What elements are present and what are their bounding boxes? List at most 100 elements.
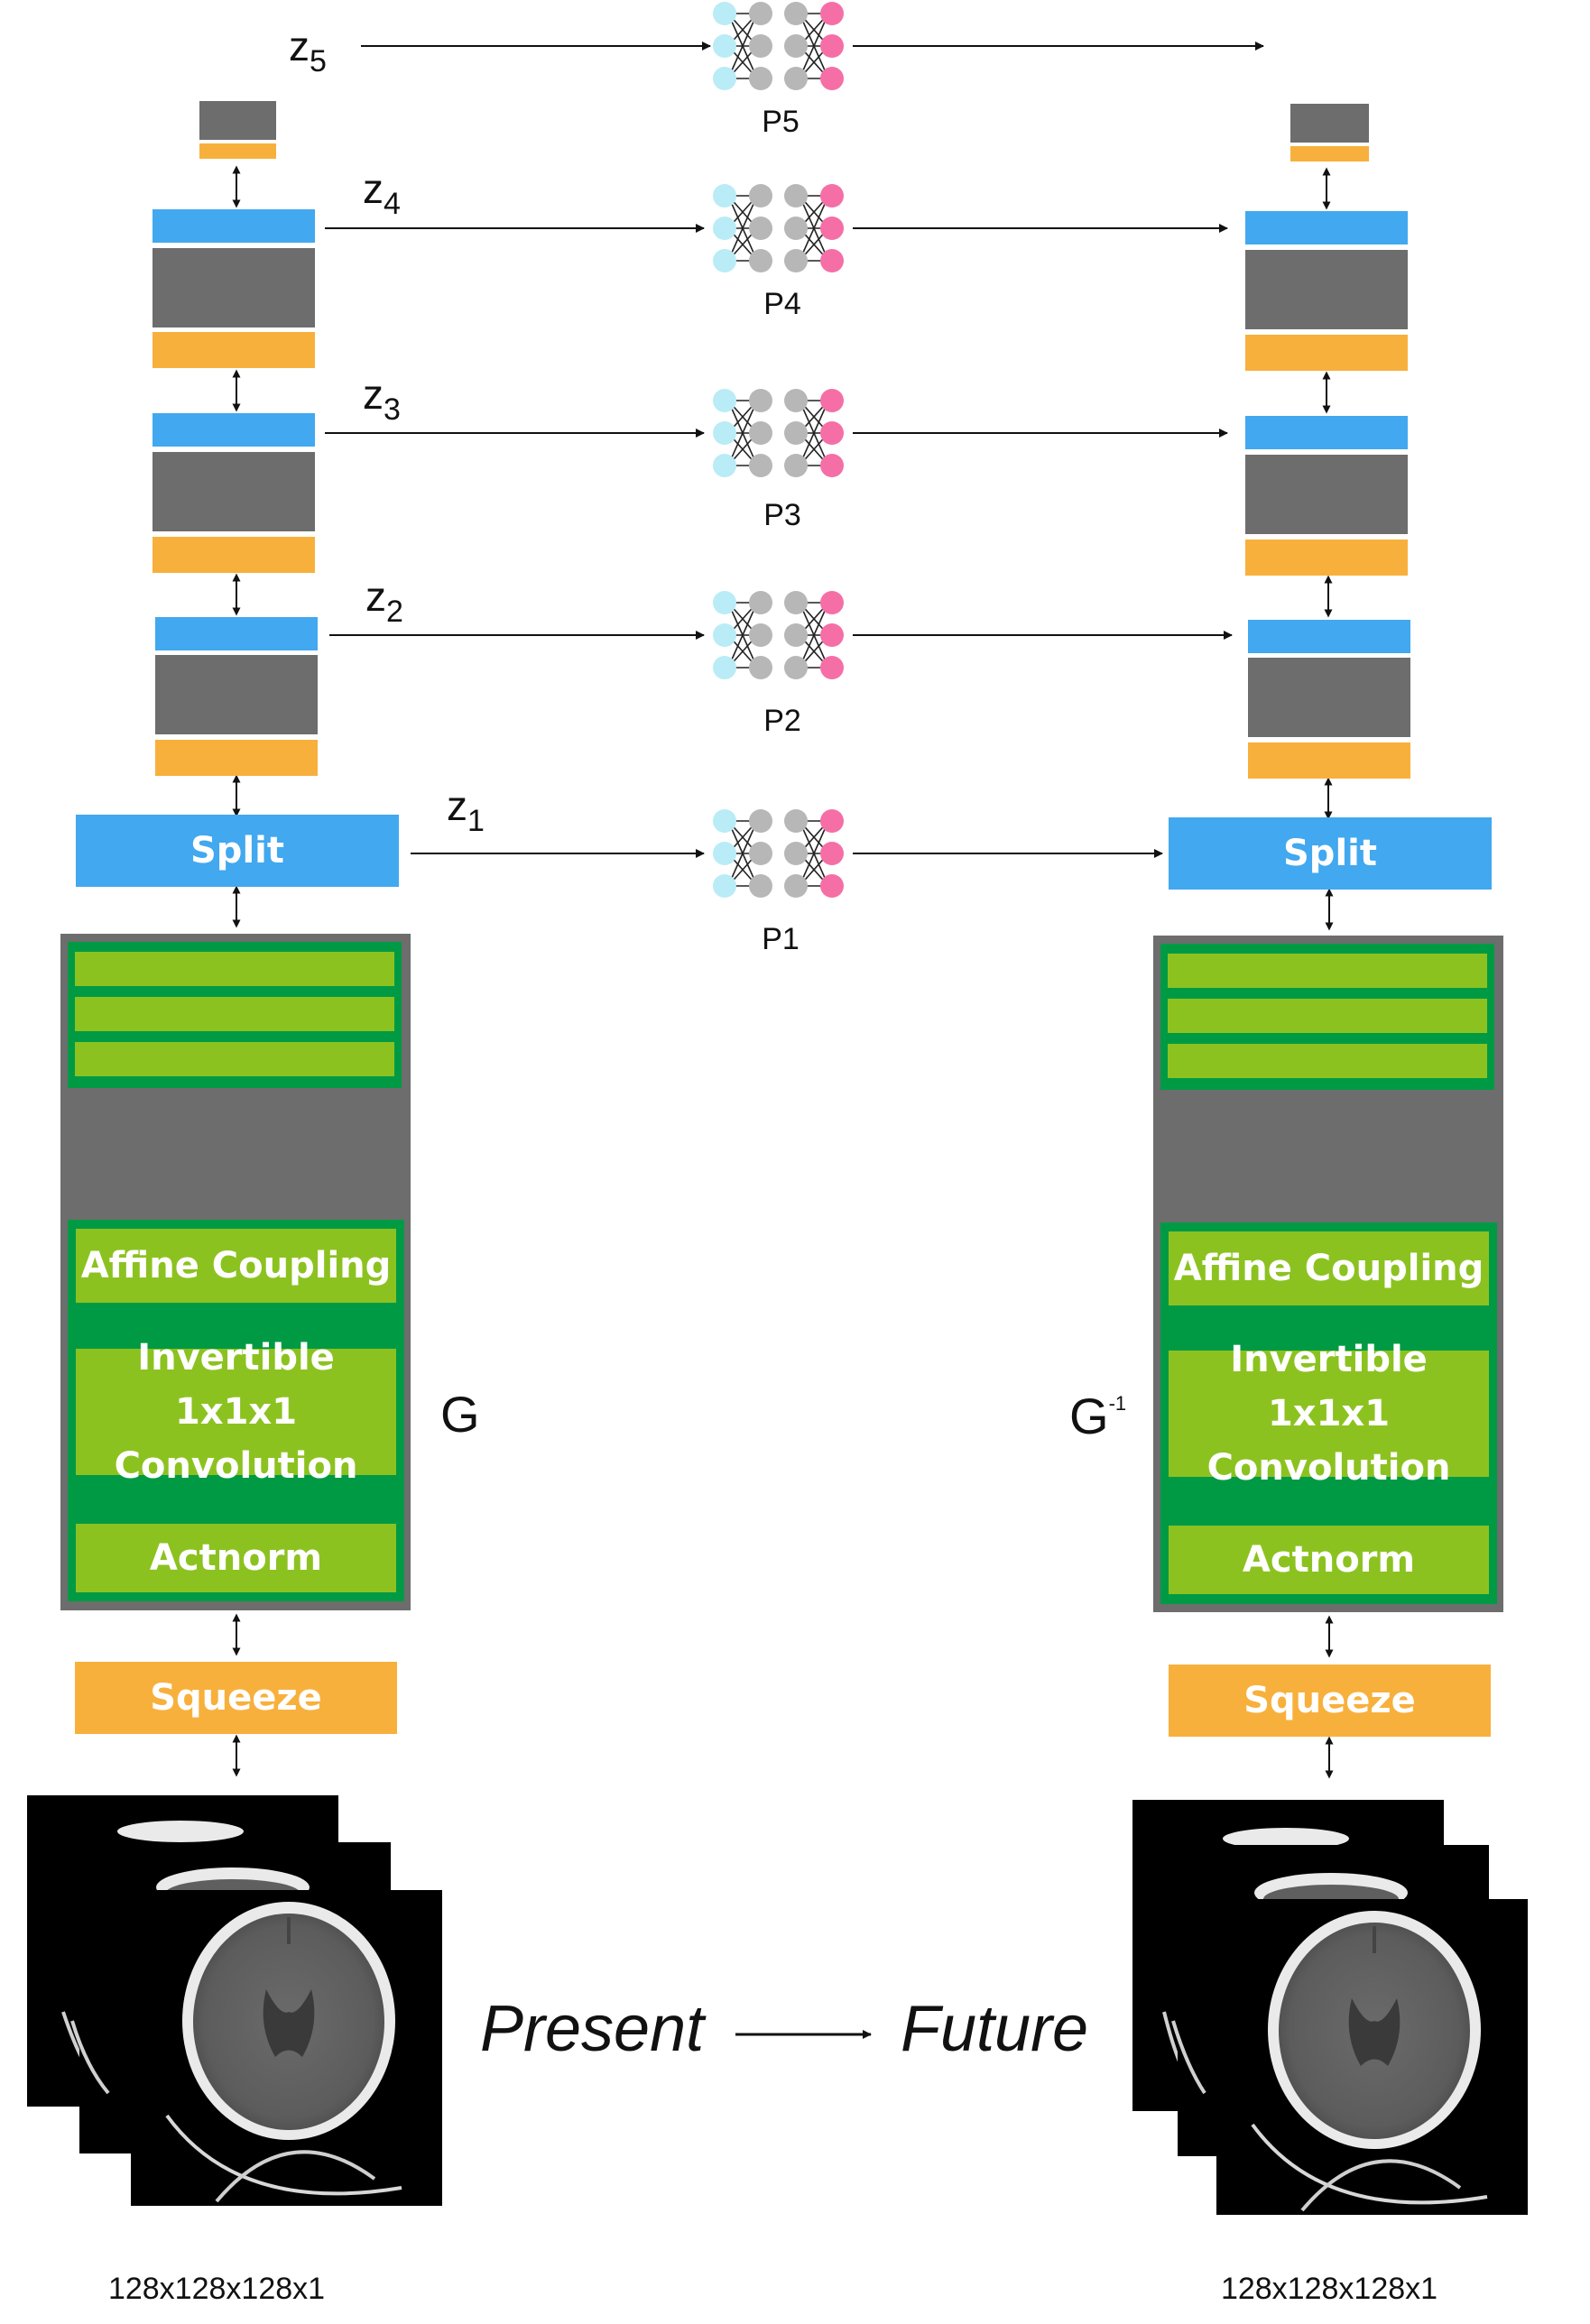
predictor-link [799,13,829,79]
right-flow-steps-top [1160,944,1494,1090]
predictor-node [820,656,844,679]
predictor-node [820,184,844,208]
right-conv-line2: Convolution [1206,1447,1451,1489]
predictor-label-p2: P2 [763,704,801,738]
predictor-node [820,421,844,445]
left-step-bar-1 [75,952,394,986]
latent-z1: z1 [447,782,485,838]
right-level4-orange [1245,335,1408,371]
right-step-bar-2 [1168,999,1487,1033]
left-level4-orange [153,332,315,368]
predictor-node [820,2,844,25]
left-actnorm: Actnorm [76,1524,396,1592]
right-level3-orange [1245,540,1408,576]
predictor-link [727,400,758,466]
right-level4-gray [1245,250,1408,329]
label-future: Future [901,1993,1089,2065]
left-level2-gray [155,655,318,734]
predictor-network-p5 [713,2,844,90]
predictor-node [749,874,772,898]
right-level3-gray [1245,455,1408,534]
right-level2-orange [1248,742,1410,779]
predictor-node [749,184,772,208]
predictor-node [749,249,772,272]
predictor-node [784,656,808,679]
predictor-node [713,874,736,898]
predictor-node [784,421,808,445]
predictor-node [713,389,736,412]
left-level4-blue [153,209,315,243]
predictor-node [749,34,772,58]
label-present: Present [480,1993,705,2065]
predictor-node [749,421,772,445]
left-step-bar-3 [75,1042,394,1076]
predictor-node [820,454,844,477]
right-level5-gray [1290,104,1369,143]
predictor-node [820,34,844,58]
left-level4-gray [153,248,315,327]
predictor-node [749,217,772,240]
predictor-node [749,623,772,647]
predictor-node [820,809,844,833]
right-split: Split [1169,817,1492,890]
right-level2-blue [1248,620,1410,653]
predictor-node [713,623,736,647]
predictor-node [820,67,844,90]
flow-label-g-inverse: G-1 [1069,1388,1127,1444]
left-scan-front [129,1888,444,2208]
predictor-node [749,591,772,614]
predictor-node [713,591,736,614]
predictor-node [820,217,844,240]
predictor-node [820,591,844,614]
right-level4-blue [1245,211,1408,244]
predictor-link [727,602,758,669]
predictor-link [799,195,829,262]
predictor-node [713,184,736,208]
predictor-node [713,2,736,25]
left-level2-blue [155,617,318,650]
predictor-network-p1 [713,809,844,898]
right-level5-orange [1290,146,1369,161]
left-level5-gray [199,101,276,140]
left-level5-orange [199,143,276,159]
left-squeeze: Squeeze [75,1662,397,1734]
right-scan-stack [1132,1800,1530,2217]
predictor-label-p3: P3 [763,498,801,532]
predictor-node [713,656,736,679]
right-invertible-conv: Invertible 1x1x1 Convolution [1169,1339,1489,1489]
right-scan-front [1215,1897,1530,2217]
predictor-node [784,2,808,25]
predictor-network-p4 [713,184,844,272]
predictor-node [713,217,736,240]
latent-z3: z3 [363,371,401,427]
left-level2-orange [155,740,318,776]
predictor-node [784,249,808,272]
predictor-label-p5: P5 [762,105,800,139]
predictor-link [799,400,829,466]
right-dims: 128x128x128x1 [1220,2272,1438,2306]
right-level2-gray [1248,658,1410,737]
right-conv-line1: Invertible 1x1x1 [1230,1339,1428,1434]
predictor-node [820,623,844,647]
left-level3-blue [153,413,315,447]
predictor-node [784,874,808,898]
predictor-node [820,874,844,898]
left-conv-line1: Invertible 1x1x1 [137,1337,335,1433]
predictor-node [784,67,808,90]
left-scan-stack [27,1795,444,2208]
predictor-node [713,809,736,833]
predictor-link [799,820,829,887]
right-squeeze: Squeeze [1169,1665,1491,1737]
predictor-node [749,656,772,679]
predictor-node [749,2,772,25]
predictor-node [749,454,772,477]
predictor-node [749,809,772,833]
predictor-link [727,195,758,262]
right-affine-coupling: Affine Coupling [1169,1231,1489,1305]
predictor-label-p4: P4 [763,287,801,321]
left-affine-coupling: Affine Coupling [76,1229,396,1303]
predictor-link [727,13,758,79]
predictor-node [784,34,808,58]
